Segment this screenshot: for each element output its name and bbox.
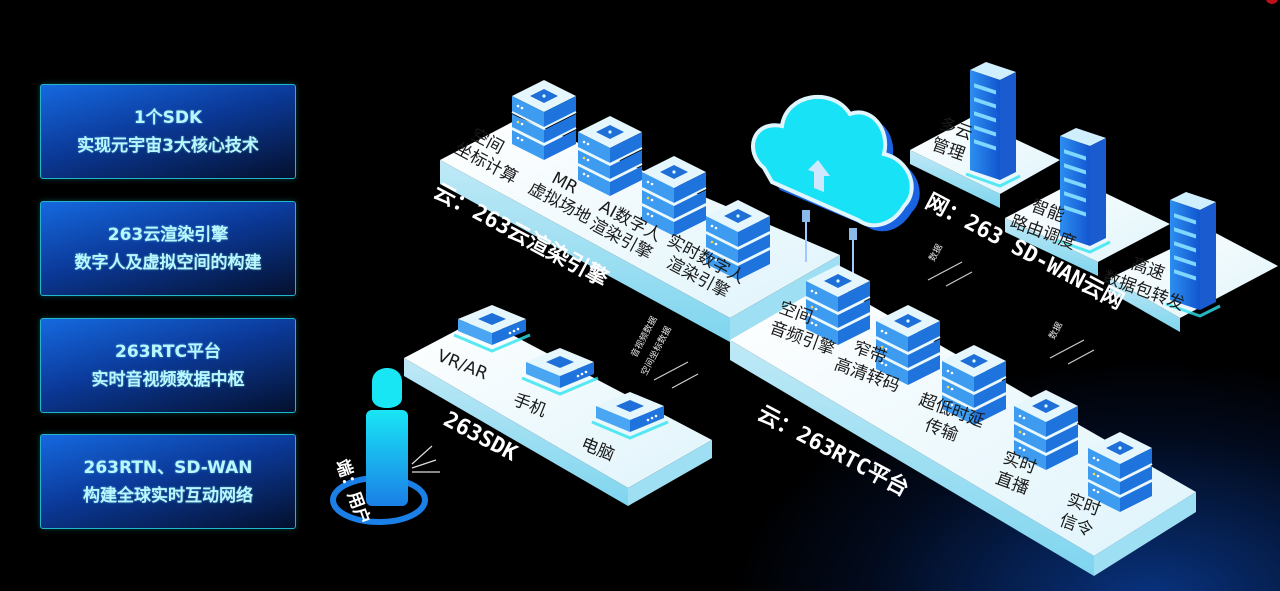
flow-arrow <box>671 373 699 389</box>
network-platform: 多云 管理 智能 路由调度 高速 数据包转发 网：263 SD-WAN云网 <box>910 60 1278 332</box>
feature-box-render: 263云渲染引擎 数字人及虚拟空间的构建 <box>40 201 296 296</box>
feature-desc: 实现元宇宙3大核心技术 <box>77 135 259 156</box>
flow-label: 数据 <box>1046 320 1065 342</box>
rack-server-icon <box>964 60 1022 188</box>
feature-desc: 构建全球实时互动网络 <box>83 485 253 506</box>
feature-desc: 实时音视频数据中枢 <box>91 369 245 390</box>
feature-title: 263RTC平台 <box>115 341 221 362</box>
render-platform-side <box>440 160 730 342</box>
flow-sdk-render: 音视频数据 空间坐标数据 <box>628 314 699 389</box>
server-icon <box>577 115 643 197</box>
flow-arrow <box>1067 349 1095 365</box>
flow-network-rtc: 数据 <box>1046 320 1095 365</box>
cloud-upload-icon <box>751 95 920 275</box>
flow-arrow <box>927 261 963 281</box>
feature-desc: 数字人及虚拟空间的构建 <box>74 252 262 273</box>
rtc-platform: 空间 音频引擎 窄带 高清转码 超低时延 传输 实时 直播 实时 信令 云：26… <box>730 264 1196 576</box>
render-platform: 空间 坐标计算 MR 虚拟场地 AI数字人 渲染引擎 实时数字人 渲染引擎 云：… <box>429 79 840 342</box>
flow-label: 数据 <box>926 242 945 264</box>
flow-arrow <box>653 361 689 381</box>
feature-title: 263RTN、SD-WAN <box>83 457 253 478</box>
feature-title: 1个SDK <box>133 107 203 128</box>
corner-indicator <box>1266 0 1278 4</box>
render-platform-edge <box>730 255 840 342</box>
user-body-icon <box>366 410 408 506</box>
flow-cloud-network: 数据 <box>926 242 973 287</box>
server-icon <box>511 79 577 161</box>
feature-box-network: 263RTN、SD-WAN 构建全球实时互动网络 <box>40 434 296 529</box>
user-head-icon <box>372 368 402 408</box>
flow-arrow <box>945 271 973 287</box>
feature-box-sdk: 1个SDK 实现元宇宙3大核心技术 <box>40 84 296 179</box>
flow-arrow <box>1049 339 1085 359</box>
feature-title: 263云渲染引擎 <box>107 224 229 245</box>
user-figure: 端：用户 <box>330 368 440 528</box>
feature-box-rtc: 263RTC平台 实时音视频数据中枢 <box>40 318 296 413</box>
